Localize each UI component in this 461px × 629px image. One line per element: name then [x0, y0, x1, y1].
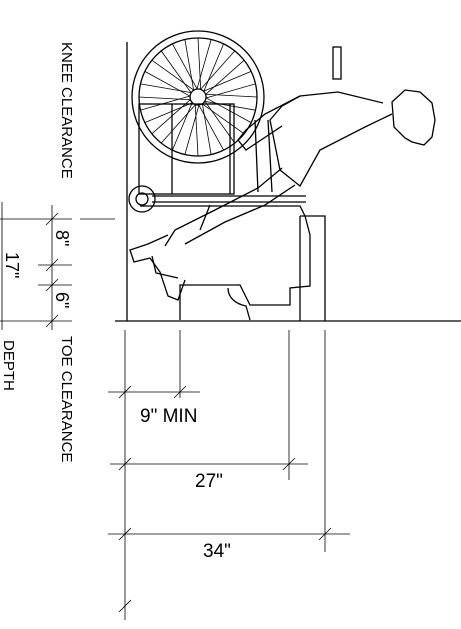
- wheel-spoke: [194, 104, 199, 157]
- grab-bar: [332, 46, 342, 80]
- wheel-spoke: [205, 83, 256, 99]
- wheel-spoke: [205, 97, 252, 123]
- dim-17-label: 17": [2, 252, 22, 278]
- wheel-spoke: [151, 59, 195, 91]
- wheel-spoke: [144, 71, 191, 97]
- wheel-spoke: [198, 104, 224, 151]
- wheelchair-frame: [128, 103, 306, 231]
- wheel-spoke: [205, 59, 245, 95]
- wheel-spoke: [151, 99, 191, 135]
- seated-person: [129, 89, 436, 301]
- wheel-spoke: [160, 104, 196, 144]
- dim-27-label: 27": [195, 471, 223, 492]
- knee-clearance-label: KNEE CLEARANCE: [58, 42, 75, 179]
- toe-clearance-label: TOE CLEARANCE: [58, 336, 75, 462]
- wheel-spoke: [140, 83, 192, 94]
- dim-9-min-label: 9" MIN: [140, 406, 197, 427]
- wheel-spoke: [184, 39, 195, 91]
- dim-8-label: 8": [52, 230, 72, 246]
- wheel-spoke: [196, 39, 212, 90]
- vertical-dimension-lines: [0, 202, 115, 330]
- wheel-spoke: [138, 96, 191, 101]
- wheel-spoke: [203, 43, 224, 92]
- lavatory-fixture: [140, 205, 326, 321]
- wheel-spoke: [201, 103, 245, 135]
- depth-label: DEPTH: [0, 340, 17, 391]
- wheel-spoke: [203, 71, 252, 92]
- wheel-spoke: [172, 43, 198, 90]
- wheel-spoke: [184, 104, 200, 155]
- dim-6-label: 6": [52, 292, 72, 308]
- horizontal-dimension-lines: [108, 330, 350, 620]
- wheelchair-wheel: [131, 30, 265, 164]
- wheel-spoke: [201, 103, 212, 155]
- wheel-spoke: [205, 93, 258, 98]
- wheel-spoke: [197, 37, 202, 90]
- wheel-spoke: [200, 50, 236, 90]
- dim-34-label: 34": [203, 541, 231, 562]
- wheel-spoke: [160, 50, 192, 94]
- wheel-spoke: [172, 102, 193, 151]
- wheel-spoke: [140, 95, 191, 111]
- wheel-spoke: [144, 102, 193, 123]
